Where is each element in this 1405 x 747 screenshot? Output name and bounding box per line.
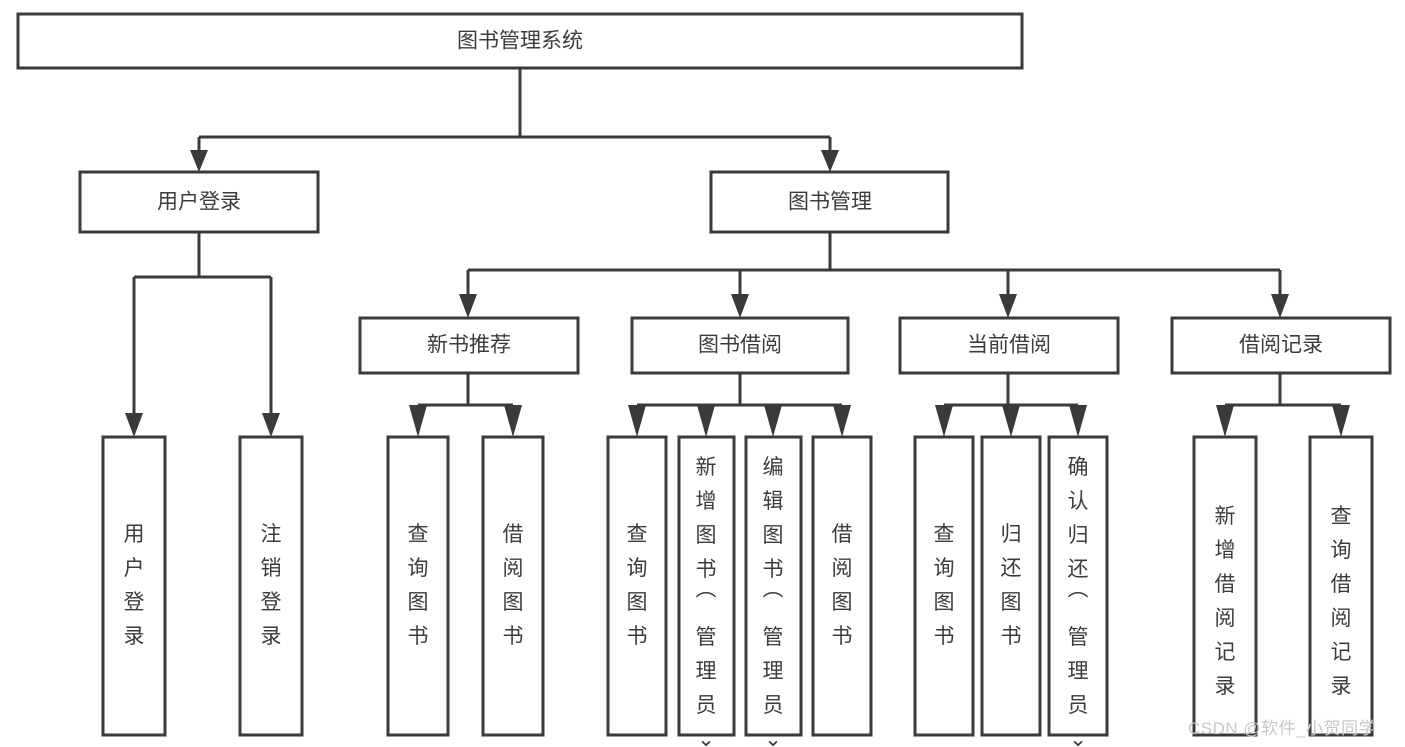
node-leaf-query-book-1[interactable]: 查询图书 — [386, 435, 450, 737]
node-leaf-query-book-3-box[interactable] — [913, 435, 975, 737]
arrow-head-leaf-query-book-2 — [628, 405, 646, 437]
node-leaf-borrow-book-2-box[interactable] — [811, 435, 873, 737]
arrow-head-leaf-add-record — [1216, 405, 1234, 437]
arrow-head-user-login — [190, 150, 208, 172]
node-leaf-confirm-return[interactable]: 确认归还⌒管理员⌄ — [1047, 435, 1109, 747]
node-leaf-add-record[interactable]: 新增借阅记录 — [1192, 435, 1258, 737]
arrow-head-current-borrow — [999, 294, 1017, 318]
node-new-book-rec[interactable]: 新书推荐 — [358, 316, 580, 375]
node-leaf-user-login-label: 用户登录 — [124, 523, 145, 648]
arrow-head-leaf-user-logout — [262, 413, 280, 437]
arrow-head-leaf-add-book — [697, 405, 715, 437]
node-leaf-add-book-box[interactable] — [677, 435, 736, 737]
node-leaf-query-book-2[interactable]: 查询图书 — [606, 435, 668, 737]
arrow-head-leaf-query-book-3 — [935, 405, 953, 437]
connector-group-borrow-record — [1216, 373, 1350, 437]
node-leaf-user-login-box[interactable] — [101, 435, 167, 737]
node-book-borrow-label: 图书借阅 — [698, 334, 782, 357]
node-book-borrow[interactable]: 图书借阅 — [630, 316, 850, 375]
arrow-head-borrow-record — [1271, 294, 1289, 318]
node-leaf-borrow-book-2[interactable]: 借阅图书 — [811, 435, 873, 737]
connector-group-root — [190, 68, 839, 172]
node-leaf-borrow-book-1-label: 借阅图书 — [503, 523, 524, 648]
node-leaf-user-logout-box[interactable] — [238, 435, 304, 737]
connector-group-book-borrow — [628, 373, 851, 437]
node-leaf-query-book-3-label: 查询图书 — [934, 523, 955, 648]
node-leaf-edit-book-label: 编辑图书⌒管理员⌄ — [763, 456, 784, 747]
node-leaf-query-record-label: 查询借阅记录 — [1331, 505, 1352, 698]
node-leaf-query-book-2-label: 查询图书 — [627, 523, 648, 648]
node-leaf-edit-book-box[interactable] — [744, 435, 803, 737]
connector-group-new-book-rec — [409, 373, 522, 437]
arrow-head-leaf-edit-book — [764, 405, 782, 437]
connector-group-user-login — [125, 232, 280, 437]
arrow-head-leaf-confirm-return — [1069, 405, 1087, 437]
node-borrow-record-box[interactable] — [1170, 316, 1392, 375]
node-book-manage[interactable]: 图书管理 — [709, 170, 950, 234]
node-leaf-user-logout[interactable]: 注销登录 — [238, 435, 304, 737]
node-user-login-box[interactable] — [78, 170, 320, 234]
node-leaf-add-record-box[interactable] — [1192, 435, 1258, 737]
node-leaf-confirm-return-label: 确认归还⌒管理员⌄ — [1068, 456, 1089, 747]
node-leaf-user-logout-label: 注销登录 — [261, 523, 282, 648]
node-leaf-return-book[interactable]: 归还图书 — [980, 435, 1042, 737]
arrow-head-leaf-return-book — [1002, 405, 1020, 437]
node-leaf-return-book-label: 归还图书 — [1001, 523, 1022, 648]
node-root-box[interactable] — [16, 12, 1024, 70]
node-leaf-confirm-return-box[interactable] — [1047, 435, 1109, 737]
node-root-label: 图书管理系统 — [457, 30, 583, 53]
node-leaf-query-record-box[interactable] — [1308, 435, 1374, 737]
node-user-login-label: 用户登录 — [157, 191, 241, 214]
node-user-login[interactable]: 用户登录 — [78, 170, 320, 234]
node-leaf-add-book-label: 新增图书⌒管理员⌄ — [696, 456, 717, 747]
connector-group-book-manage — [459, 232, 1289, 318]
node-root[interactable]: 图书管理系统 — [16, 12, 1024, 70]
node-leaf-return-book-box[interactable] — [980, 435, 1042, 737]
arrow-head-leaf-query-book-1 — [409, 405, 427, 437]
node-leaf-edit-book[interactable]: 编辑图书⌒管理员⌄ — [744, 435, 803, 747]
arrow-head-book-borrow — [731, 294, 749, 318]
node-leaf-add-record-label: 新增借阅记录 — [1215, 505, 1236, 698]
node-leaf-query-book-1-box[interactable] — [386, 435, 450, 737]
node-book-manage-label: 图书管理 — [788, 191, 872, 214]
node-leaf-borrow-book-1[interactable]: 借阅图书 — [481, 435, 545, 737]
node-leaf-query-record[interactable]: 查询借阅记录 — [1308, 435, 1374, 737]
node-leaf-query-book-3[interactable]: 查询图书 — [913, 435, 975, 737]
node-leaf-query-book-2-box[interactable] — [606, 435, 668, 737]
arrow-head-book-manage — [821, 150, 839, 172]
node-leaf-query-book-1-label: 查询图书 — [408, 523, 429, 648]
node-leaf-add-book[interactable]: 新增图书⌒管理员⌄ — [677, 435, 736, 747]
connector-group-current-borrow — [935, 373, 1087, 437]
node-current-borrow-label: 当前借阅 — [967, 334, 1051, 357]
csdn-watermark: CSDN @软件_小贺同学 — [1188, 719, 1377, 738]
arrow-head-leaf-query-record — [1332, 405, 1350, 437]
arrow-head-leaf-borrow-book-1 — [504, 405, 522, 437]
node-new-book-rec-label: 新书推荐 — [427, 334, 511, 357]
node-current-borrow-box[interactable] — [898, 316, 1120, 375]
node-new-book-rec-box[interactable] — [358, 316, 580, 375]
arrow-head-leaf-borrow-book-2 — [833, 405, 851, 437]
arrow-head-new-book-rec — [459, 294, 477, 318]
node-book-manage-box[interactable] — [709, 170, 950, 234]
node-leaf-borrow-book-1-box[interactable] — [481, 435, 545, 737]
node-borrow-record-label: 借阅记录 — [1239, 334, 1323, 357]
node-borrow-record[interactable]: 借阅记录 — [1170, 316, 1392, 375]
node-leaf-user-login[interactable]: 用户登录 — [101, 435, 167, 737]
node-current-borrow[interactable]: 当前借阅 — [898, 316, 1120, 375]
node-leaf-borrow-book-2-label: 借阅图书 — [832, 523, 853, 648]
node-book-borrow-box[interactable] — [630, 316, 850, 375]
arrow-head-leaf-user-login — [125, 413, 143, 437]
